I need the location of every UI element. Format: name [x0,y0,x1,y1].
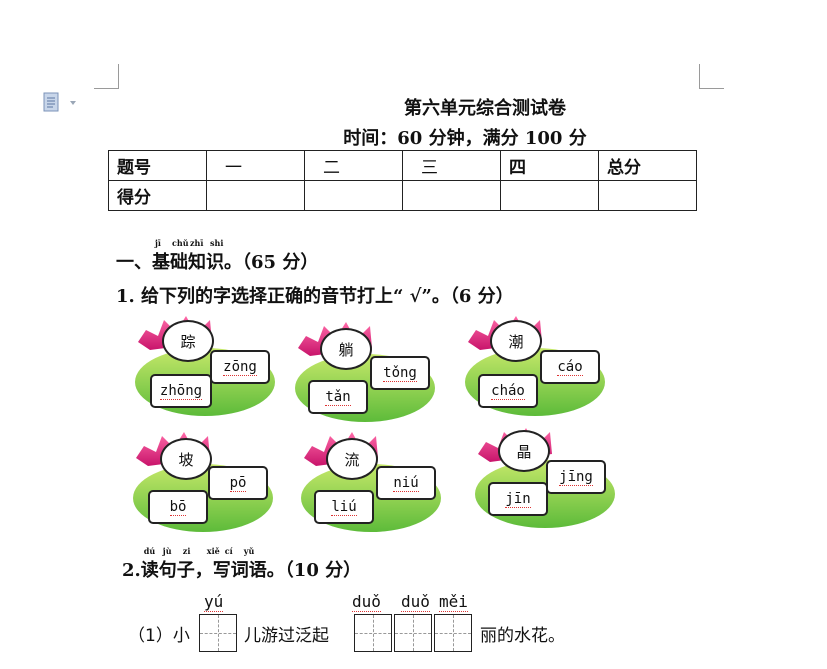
pinyin-option[interactable]: bō [148,490,208,524]
pinyin-option[interactable]: pō [208,466,268,500]
ruby-text: zi [182,546,191,556]
pinyin-option[interactable]: jīng [546,460,606,494]
page-title: 第六单元综合测试卷 [404,98,566,119]
table-cell[interactable] [206,180,305,211]
ruby-text: xiě [206,546,220,556]
table-cell: 题号 [108,150,207,181]
question-prefix: 2. [122,560,141,581]
character-oval: 晶 [498,430,550,472]
ruby-text: jù [162,546,172,556]
table-cell: 四 [500,150,599,181]
pinyin-option[interactable]: niú [376,466,436,500]
pinyin-option[interactable]: liú [314,490,374,524]
ruby-text: zhī [190,238,204,248]
table-row: 得分 [108,180,697,211]
ruby-text: chǔ [172,238,189,248]
character-oval: 坡 [160,438,212,480]
pinyin-option[interactable]: cháo [478,374,538,408]
writing-grid-box[interactable] [354,614,392,652]
score-table: 题号 一 二 三 四 总分 得分 [108,150,697,211]
document-icon[interactable] [42,92,76,114]
writing-grid-box[interactable] [199,614,237,652]
pinyin-option[interactable]: tǒng [370,356,430,390]
sentence-tail: 丽的水花。 [480,626,565,646]
character-oval: 躺 [320,328,372,370]
lotus-item: 潮 cáo cháo [460,312,610,422]
character-oval: 流 [326,438,378,480]
character-oval: 潮 [490,320,542,362]
page-subtitle: 时间：60 分钟，满分 100 分 [343,128,587,149]
table-cell[interactable] [402,180,501,211]
pinyin-option[interactable]: jīn [488,482,548,516]
lotus-item: 坡 pō bō [128,428,278,538]
pinyin-option[interactable]: zōng [210,350,270,384]
lotus-item: 晶 jīng jīn [470,424,620,534]
section-prefix: 一、 [116,252,152,273]
table-cell: 得分 [108,180,207,211]
table-cell: 二 [304,150,403,181]
pinyin-option[interactable]: zhōng [150,374,212,408]
lotus-item: 躺 tǒng tǎn [290,318,440,428]
question-word: 读句子，写词语 [140,560,267,581]
table-cell: 总分 [598,150,697,181]
question-1-text: 1. 给下列的字选择正确的音节打上“ √”。（6 分） [116,286,514,307]
section-suffix: 。（65 分） [224,252,319,273]
ruby-text: yǔ [243,546,255,556]
ruby-text: dú [143,546,156,556]
pinyin-option[interactable]: tǎn [308,380,368,414]
pinyin-hint: duǒ [352,592,381,612]
table-cell[interactable] [598,180,697,211]
section-word: 基础知识 [152,252,224,273]
ruby-text: shi [210,238,224,248]
table-cell[interactable] [500,180,599,211]
pinyin-hint: měi [439,592,468,612]
pinyin-hint: duǒ [401,592,430,612]
sentence-label: （1）小 [128,626,190,646]
ruby-text: jī [155,238,161,248]
page-corner-mark-right [699,64,724,89]
lotus-item: 踪 zōng zhōng [130,312,280,422]
writing-grid-box[interactable] [394,614,432,652]
table-cell[interactable] [304,180,403,211]
writing-grid-box[interactable] [434,614,472,652]
sentence-middle: 儿游过泛起 [244,626,329,646]
table-cell: 三 [402,150,501,181]
question-suffix: 。（10 分） [266,560,362,581]
character-oval: 踪 [162,320,214,362]
table-cell: 一 [206,150,305,181]
table-row: 题号 一 二 三 四 总分 [108,150,697,181]
pinyin-hint: yú [204,592,224,612]
lotus-item: 流 niú liú [296,428,446,538]
page-corner-mark-left [94,64,119,89]
ruby-text: cí [224,546,233,556]
pinyin-option[interactable]: cáo [540,350,600,384]
